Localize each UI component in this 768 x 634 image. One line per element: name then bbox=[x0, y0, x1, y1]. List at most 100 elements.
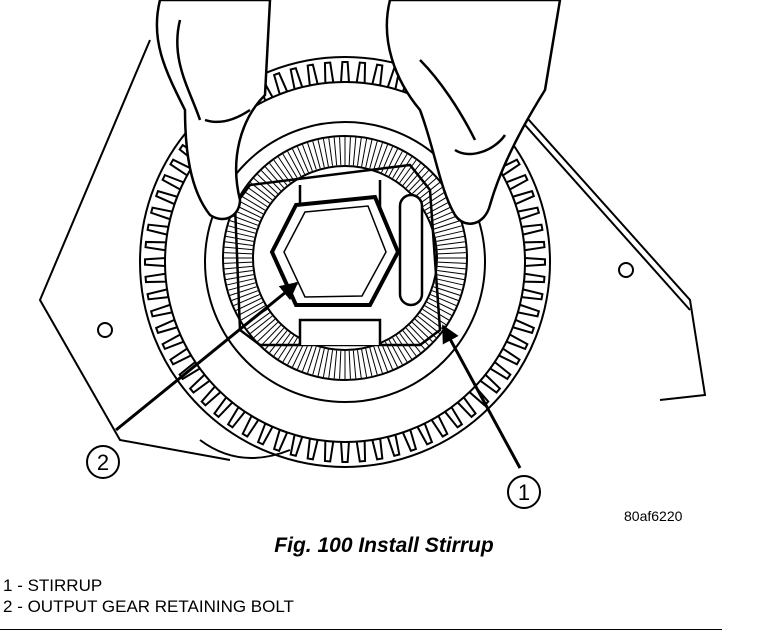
gear-tooth bbox=[401, 428, 418, 453]
snap-ring-hatch-line bbox=[435, 230, 464, 238]
snap-ring-hatch-line bbox=[250, 315, 273, 334]
snap-ring-hatch-line bbox=[437, 246, 466, 251]
snap-ring-hatch-line bbox=[238, 200, 264, 215]
snap-ring-hatch-line bbox=[395, 156, 413, 181]
gear-tooth bbox=[339, 440, 351, 463]
legend-item-1: 1 - STIRRUP bbox=[3, 575, 294, 596]
snap-ring-hatch-line bbox=[261, 324, 282, 346]
snap-ring-hatch-line bbox=[433, 220, 461, 230]
snap-ring-hatch-line bbox=[417, 315, 440, 334]
gear-tooth bbox=[522, 272, 546, 284]
snap-ring-hatch-line bbox=[437, 241, 465, 247]
snap-ring-hatch-line bbox=[228, 282, 256, 291]
snap-ring-hatch-line bbox=[225, 241, 253, 247]
gear-tooth bbox=[523, 256, 546, 268]
snap-ring-hatch-line bbox=[373, 142, 383, 170]
figure-reference-code: 80af6220 bbox=[624, 508, 683, 524]
gear-tooth bbox=[355, 61, 367, 85]
technician-hands bbox=[155, 0, 562, 225]
snap-ring-hatch-line bbox=[226, 278, 255, 286]
snap-ring-hatch-line bbox=[238, 301, 264, 316]
gear-tooth bbox=[289, 433, 304, 458]
gear-tooth bbox=[306, 437, 319, 461]
gear-tooth bbox=[306, 63, 319, 87]
snap-ring-hatch-line bbox=[417, 182, 440, 201]
gear-tooth bbox=[516, 206, 541, 221]
snap-ring-hatch-line bbox=[322, 138, 329, 167]
snap-ring-hatch-line bbox=[257, 321, 279, 342]
gear-tooth bbox=[355, 439, 367, 463]
snap-ring-hatch-line bbox=[437, 261, 466, 264]
legend-item-number: 1 bbox=[3, 576, 13, 595]
snap-ring-hatch-line bbox=[225, 269, 253, 275]
snap-ring-hatch-line bbox=[405, 166, 425, 189]
gear-tooth bbox=[520, 288, 544, 301]
legend-divider bbox=[0, 629, 722, 630]
snap-ring-hatch-line bbox=[229, 286, 257, 296]
snap-ring-hatch-line bbox=[428, 297, 455, 311]
snap-ring-hatch-line bbox=[287, 151, 302, 177]
snap-ring-hatch-line bbox=[277, 335, 295, 360]
snap-ring-hatch-line bbox=[435, 278, 464, 286]
snap-ring-hatch-line bbox=[246, 312, 271, 330]
gear-tooth bbox=[511, 318, 536, 335]
output-gear-retaining-bolt bbox=[269, 194, 401, 307]
snap-ring-hatch-line bbox=[373, 346, 383, 374]
snap-ring-hatch-line bbox=[296, 146, 309, 173]
gear-tooth bbox=[520, 223, 544, 236]
legend-item-2: 2 - OUTPUT GEAR RETAINING BOLT bbox=[3, 596, 294, 617]
snap-ring-hatch-line bbox=[377, 344, 388, 372]
gear-tooth bbox=[144, 272, 168, 284]
gear-tooth bbox=[146, 223, 170, 236]
snap-ring-hatch-line bbox=[437, 269, 465, 275]
snap-ring-hatch-line bbox=[235, 205, 262, 219]
snap-ring-hatch-line bbox=[333, 350, 338, 379]
snap-ring-hatch-line bbox=[365, 348, 373, 377]
snap-ring-hatch-line bbox=[225, 235, 254, 242]
snap-ring-hatch-line bbox=[261, 170, 282, 192]
snap-ring-hatch-line bbox=[228, 225, 256, 234]
snap-ring-hatch-line bbox=[339, 350, 342, 379]
snap-ring-hatch-line bbox=[273, 159, 291, 184]
snap-ring-hatch-line bbox=[402, 163, 421, 186]
callout-1-number: 1 bbox=[518, 480, 530, 505]
snap-ring-hatch-line bbox=[356, 138, 362, 166]
gear-tooth bbox=[154, 189, 179, 206]
gear-tooth bbox=[323, 439, 335, 463]
legend-item-label: OUTPUT GEAR RETAINING BOLT bbox=[27, 597, 294, 616]
snap-ring-hatch-line bbox=[369, 141, 378, 169]
snap-ring-hatch-line bbox=[361, 349, 368, 378]
snap-ring-hatch-line bbox=[226, 230, 255, 238]
snap-ring-hatch-line bbox=[436, 274, 465, 281]
snap-ring-hatch-line bbox=[434, 225, 462, 234]
snap-ring-hatch-line bbox=[253, 178, 276, 198]
snap-ring-hatch-line bbox=[365, 139, 373, 168]
snap-ring-hatch-line bbox=[253, 318, 276, 338]
snap-ring-hatch-line bbox=[229, 220, 257, 230]
snap-ring-hatch-line bbox=[402, 330, 421, 353]
snap-ring-hatch-line bbox=[422, 190, 447, 208]
gear-tooth bbox=[272, 71, 289, 96]
snap-ring-hatch-line bbox=[430, 294, 457, 307]
snap-ring-hatch-line bbox=[328, 350, 334, 378]
gear-tooth bbox=[144, 240, 168, 252]
snap-ring-hatch-line bbox=[282, 337, 298, 363]
gear-tooth bbox=[522, 240, 546, 252]
gear-tooth bbox=[511, 189, 536, 206]
snap-ring-hatch-line bbox=[430, 209, 457, 222]
legend-item-separator: - bbox=[12, 576, 28, 595]
snap-ring-hatch-line bbox=[392, 337, 408, 363]
snap-ring-hatch-line bbox=[292, 148, 306, 175]
snap-ring-hatch-line bbox=[328, 138, 334, 166]
snap-ring-hatch-line bbox=[282, 153, 298, 179]
snap-ring-hatch-line bbox=[369, 347, 378, 375]
stirrup-illustration: 2 1 bbox=[38, 0, 707, 509]
legend-item-label: STIRRUP bbox=[27, 576, 103, 595]
gear-tooth bbox=[154, 318, 179, 335]
snap-ring-hatch-line bbox=[408, 170, 429, 192]
snap-ring-hatch-line bbox=[431, 215, 459, 226]
snap-ring-hatch-line bbox=[388, 151, 403, 177]
snap-ring-hatch-line bbox=[395, 335, 413, 360]
snap-ring-hatch-line bbox=[399, 159, 417, 184]
transmission-housing bbox=[38, 39, 707, 461]
